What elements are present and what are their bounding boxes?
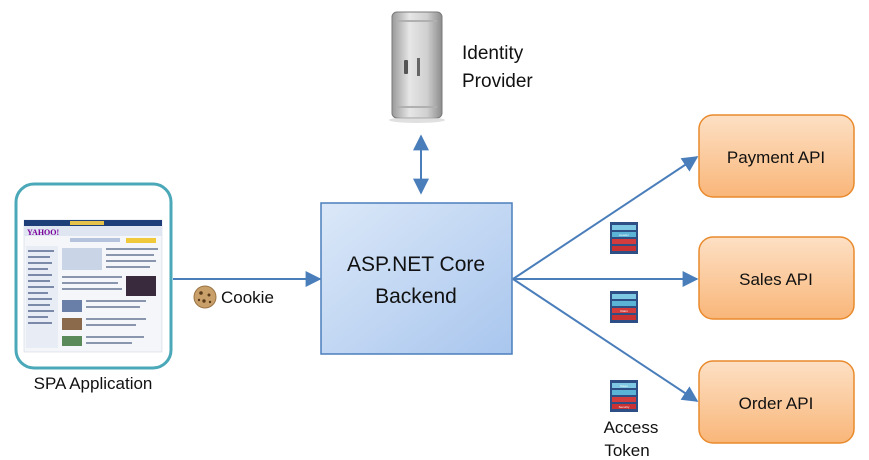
server-icon bbox=[389, 11, 445, 123]
cookie-icon bbox=[193, 285, 217, 309]
sales-api-label: Sales API bbox=[739, 270, 813, 289]
token-card-icon: Header bbox=[610, 222, 638, 254]
order-api-box bbox=[698, 360, 855, 444]
order-api-label: Order API bbox=[739, 394, 814, 413]
idp-label-line1: Identity bbox=[462, 43, 524, 64]
payment-api-label: Payment API bbox=[727, 148, 825, 167]
idp-label-line2: Provider bbox=[462, 71, 533, 92]
backend-box bbox=[320, 202, 513, 355]
token-card-claim: Claim bbox=[620, 309, 628, 313]
payment-api-box bbox=[698, 114, 855, 198]
token-card-security: Security bbox=[619, 405, 630, 409]
sales-api-box bbox=[698, 236, 855, 320]
cookie-label: Cookie bbox=[221, 288, 274, 307]
token-card-icon: Token Security bbox=[610, 380, 638, 412]
spa-browser-thumbnail: YAHOO! bbox=[14, 182, 173, 370]
access-token-label-line1: Access bbox=[604, 418, 659, 437]
backend-label-line1: ASP.NET Core bbox=[347, 253, 485, 276]
backend-label-line2: Backend bbox=[375, 285, 457, 308]
access-token-label-line2: Token bbox=[604, 441, 649, 460]
token-card-header: Header bbox=[619, 233, 629, 237]
spa-label: SPA Application bbox=[34, 374, 153, 393]
token-card-icon: Claim bbox=[610, 291, 638, 323]
token-card-title: Token bbox=[620, 384, 628, 388]
backend-to-order-arrow bbox=[512, 278, 699, 402]
backend-to-payment-arrow bbox=[512, 156, 699, 280]
spa-logo: YAHOO! bbox=[27, 228, 59, 237]
